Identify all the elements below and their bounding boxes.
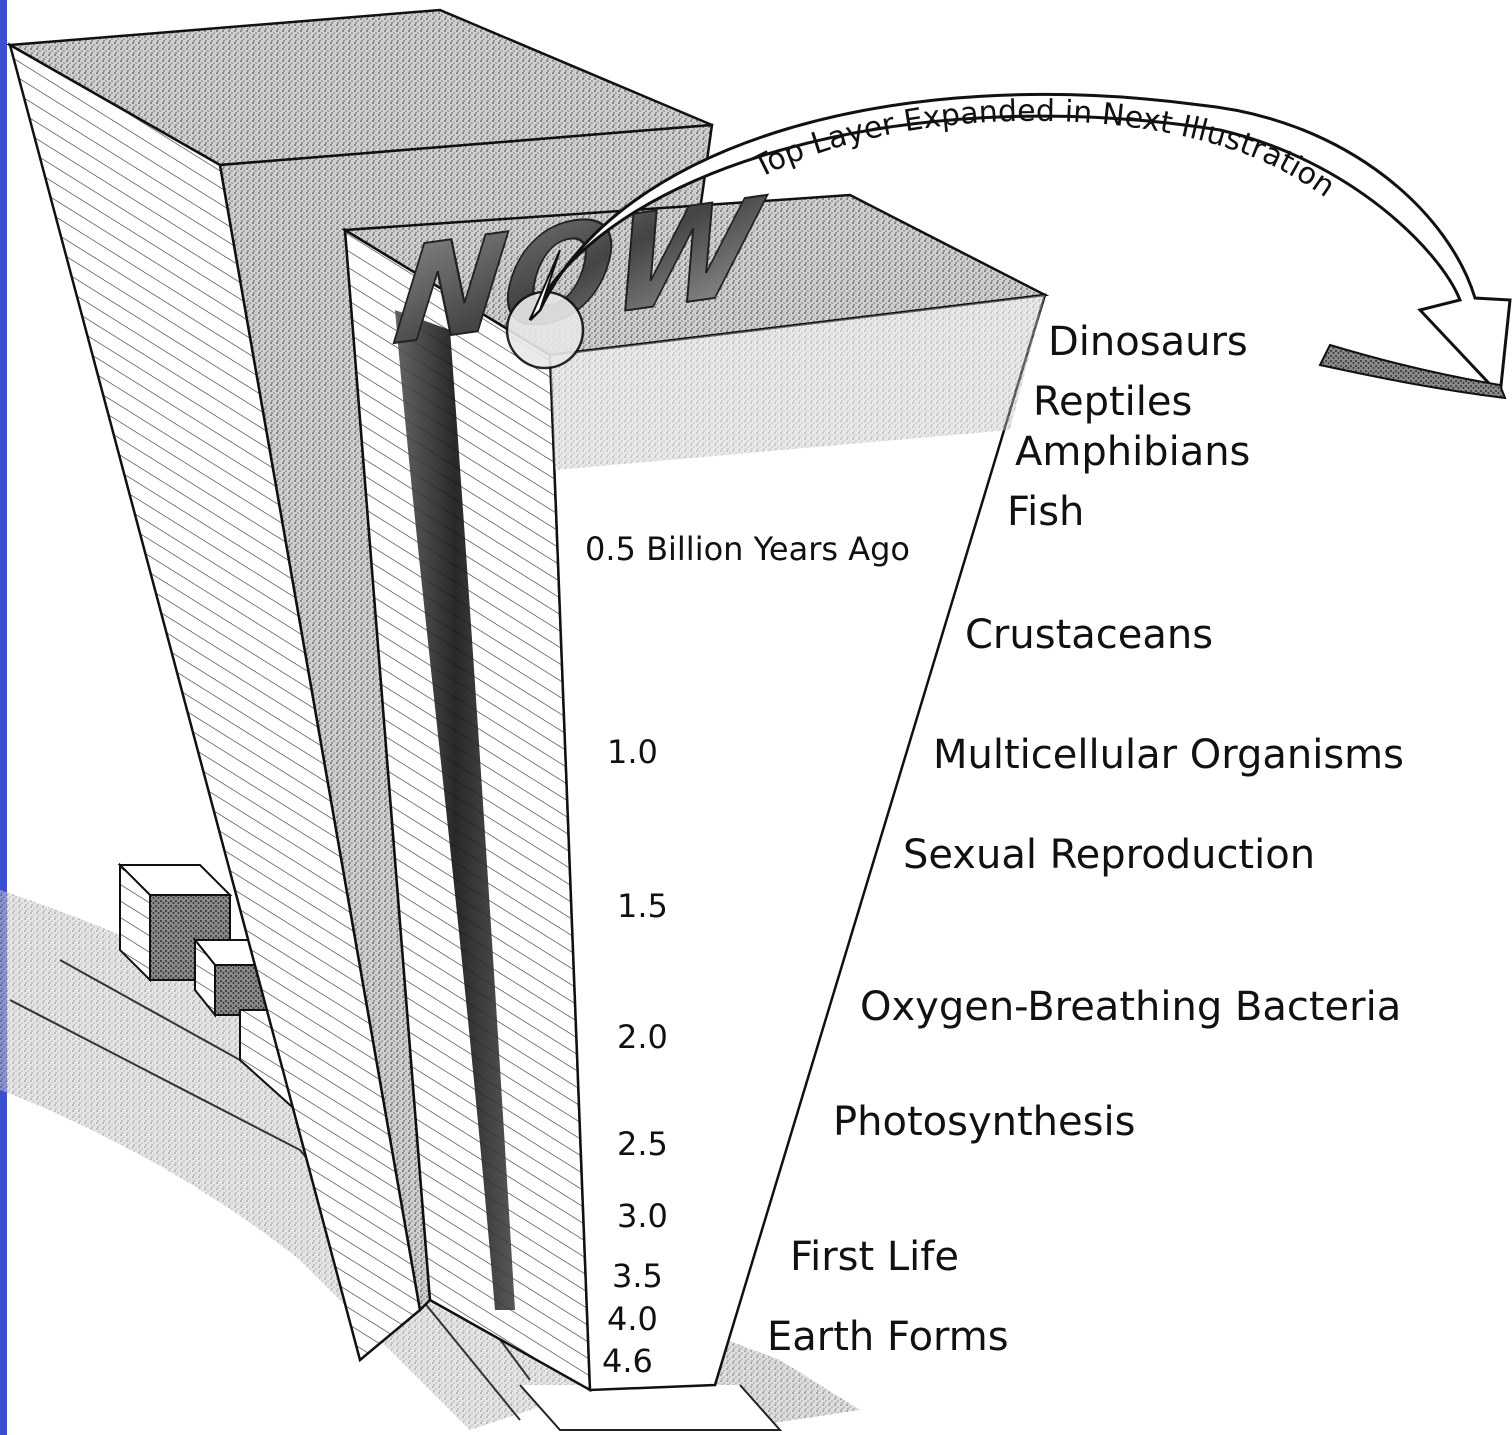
year-3-5: 3.5 xyxy=(612,1257,663,1295)
year-4-0: 4.0 xyxy=(607,1300,658,1338)
year-1-5: 1.5 xyxy=(617,887,668,925)
arrow-label: Top Layer Expanded in Next Illustration xyxy=(747,94,1341,205)
event-crustaceans: Crustaceans xyxy=(965,612,1213,658)
event-dinosaurs: Dinosaurs xyxy=(1048,319,1248,365)
year-0-5: 0.5 Billion Years Ago xyxy=(585,530,910,568)
event-photosynthesis: Photosynthesis xyxy=(833,1099,1135,1145)
year-2-0: 2.0 xyxy=(617,1018,668,1056)
event-first-life: First Life xyxy=(790,1234,959,1280)
magnify-circle xyxy=(507,292,583,368)
year-3-0: 3.0 xyxy=(617,1197,668,1235)
event-multicellular-organisms: Multicellular Organisms xyxy=(933,732,1404,778)
event-fish: Fish xyxy=(1007,489,1084,535)
arrow-label-text: Top Layer Expanded in Next Illustration xyxy=(747,94,1341,205)
event-oxygen-breathing-bacteria: Oxygen-Breathing Bacteria xyxy=(860,984,1401,1030)
front-column xyxy=(345,195,1045,1390)
year-2-5: 2.5 xyxy=(617,1125,668,1163)
event-earth-forms: Earth Forms xyxy=(767,1314,1009,1360)
event-amphibians: Amphibians xyxy=(1015,429,1250,475)
year-1-0: 1.0 xyxy=(607,733,658,771)
year-4-6: 4.6 xyxy=(602,1342,653,1380)
event-sexual-reproduction: Sexual Reproduction xyxy=(903,832,1315,878)
event-reptiles: Reptiles xyxy=(1033,379,1192,425)
